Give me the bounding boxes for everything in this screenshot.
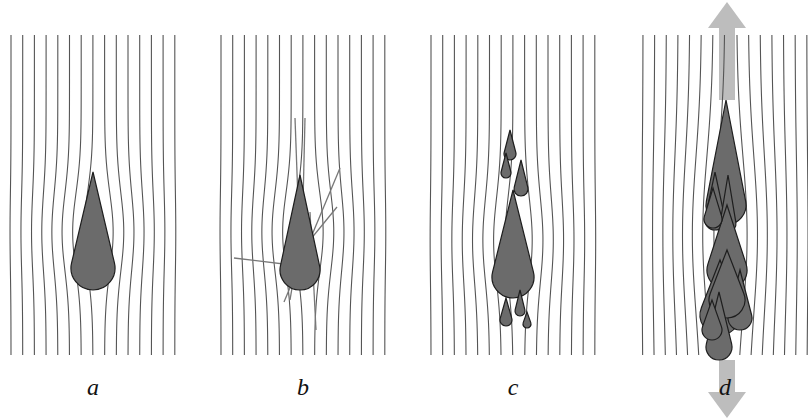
field-line xyxy=(642,35,643,355)
field-line xyxy=(683,35,690,355)
field-line xyxy=(536,35,543,355)
field-line xyxy=(483,35,490,355)
field-line xyxy=(473,35,478,355)
field-line xyxy=(653,35,655,355)
inclusion-drop xyxy=(492,190,534,298)
radial-lines xyxy=(234,118,340,330)
field-line xyxy=(373,35,375,355)
inclusion-drop xyxy=(705,172,725,230)
field-line xyxy=(560,35,564,355)
field-line xyxy=(350,35,354,355)
inclusion-drop xyxy=(523,312,531,328)
field-line xyxy=(494,35,502,355)
inclusion-drop xyxy=(704,188,722,228)
field-line xyxy=(571,35,574,355)
field-line xyxy=(548,35,553,355)
field-line xyxy=(105,35,114,355)
inclusion-drop xyxy=(514,160,528,196)
panel-label: a xyxy=(87,375,99,399)
field-line xyxy=(462,35,466,355)
field-line xyxy=(283,35,292,355)
inclusion-drop xyxy=(500,298,512,326)
field-line xyxy=(116,35,123,355)
inclusion-drop xyxy=(71,172,115,290)
field-line xyxy=(452,35,455,355)
field-line xyxy=(52,35,58,355)
field-line xyxy=(673,35,678,355)
field-line xyxy=(772,35,777,355)
field-line xyxy=(326,35,333,355)
field-line xyxy=(430,35,432,355)
field-line xyxy=(174,35,176,355)
field-line xyxy=(231,35,233,355)
direction-arrow xyxy=(708,2,746,100)
field-line xyxy=(583,35,585,355)
field-line xyxy=(128,35,134,355)
field-line xyxy=(62,35,69,355)
field-line xyxy=(795,35,797,355)
field-line xyxy=(441,35,443,355)
inclusion-drop xyxy=(702,300,722,340)
field-lines xyxy=(10,35,808,355)
field-line xyxy=(525,35,533,355)
field-line xyxy=(807,35,808,355)
field-line xyxy=(663,35,666,355)
field-line xyxy=(692,35,701,355)
field-line xyxy=(338,35,344,355)
panel-label: c xyxy=(508,375,519,399)
field-line xyxy=(384,35,386,355)
field-line xyxy=(9,35,11,355)
field-line xyxy=(163,35,165,355)
direction-arrow xyxy=(708,360,746,418)
panel-label: b xyxy=(297,375,309,399)
field-line xyxy=(252,35,256,355)
panel-label: d xyxy=(719,375,731,399)
inclusion-drop xyxy=(280,175,320,290)
field-line xyxy=(272,35,279,355)
field-line xyxy=(219,35,221,355)
field-line xyxy=(361,35,364,355)
field-line xyxy=(262,35,268,355)
field-line xyxy=(315,35,324,355)
field-line xyxy=(760,35,767,355)
field-line xyxy=(32,35,35,355)
field-line xyxy=(242,35,245,355)
inclusions xyxy=(71,100,752,360)
field-line xyxy=(21,35,23,355)
field-line xyxy=(42,35,46,355)
field-line xyxy=(594,35,596,355)
field-line xyxy=(140,35,144,355)
inclusion-drop xyxy=(515,290,525,316)
inclusion-drop xyxy=(501,153,511,178)
field-line xyxy=(73,35,82,355)
field-line xyxy=(151,35,154,355)
field-line xyxy=(784,35,787,355)
